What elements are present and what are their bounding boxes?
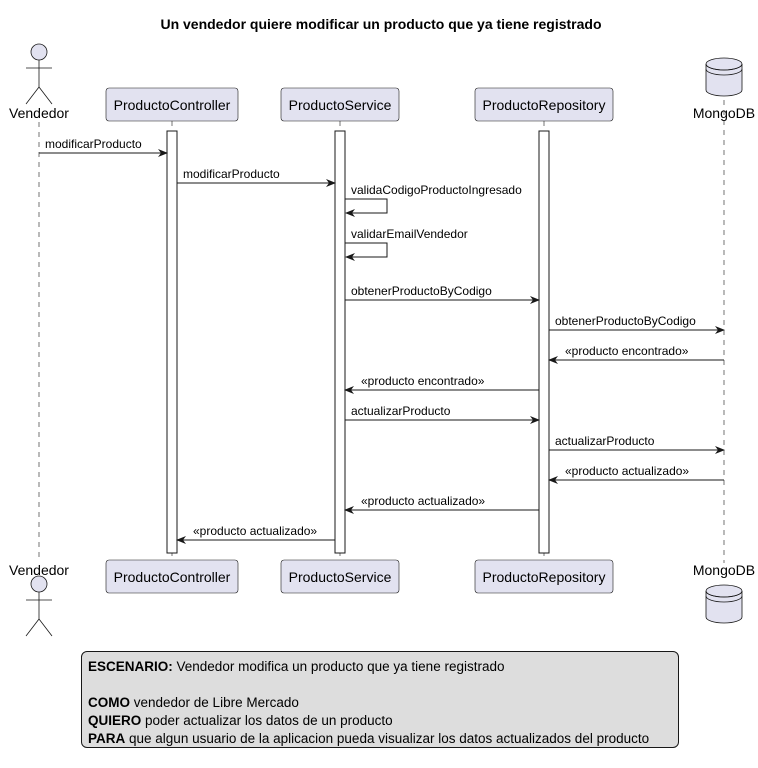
message-2-modificarproducto: modificarProducto [177,167,336,187]
note-line-quiero: QUIERO poder actualizar los datos de un … [88,712,672,730]
database-label-mongodb: MongoDB [693,562,755,578]
activation-controller [166,130,178,554]
database-mongodb-top: MongoDB [693,57,755,121]
message-4-validaremailvendedor: validarEmailVendedor [345,227,468,261]
message-label: obtenerProductoByCodigo [555,314,696,328]
note-text-como: vendedor de Libre Mercado [130,695,299,710]
message-9-actualizarproducto: actualizarProducto [345,404,540,424]
message-10-actualizarproducto: actualizarProducto [549,434,725,454]
message-label: «producto actualizado» [565,464,689,478]
message-12-producto-actualizado: «producto actualizado» [344,494,539,514]
participant-service-top: ProductoService [280,87,400,122]
participant-label-controller: ProductoController [114,569,231,585]
note-text-quiero: poder actualizar los datos de un product… [141,713,393,728]
participant-label-service: ProductoService [289,97,392,113]
database-mongodb-bottom: MongoDB [693,562,755,624]
message-7-producto-encontrado: «producto encontrado» [548,344,724,364]
note-text-para: que algun usuario de la aplicacion pueda… [125,731,650,746]
participant-heads: VendedorVendedorProductoControllerProduc… [9,43,755,637]
note-key-quiero: QUIERO [88,713,142,728]
participant-label-repository: ProductoRepository [483,97,606,113]
message-5-obtenerproductobycodigo: obtenerProductoByCodigo [345,284,540,304]
note-key-como: COMO [88,695,130,710]
message-label: actualizarProducto [351,404,451,418]
actor-label-vendedor: Vendedor [9,105,69,121]
actor-label-vendedor: Vendedor [9,562,69,578]
note-line-escenario: ESCENARIO: Vendedor modifica un producto… [88,658,672,676]
message-label: modificarProducto [45,137,142,151]
activation-repository [538,130,550,554]
database-label-mongodb: MongoDB [693,105,755,121]
message-label: «producto encontrado» [361,374,485,388]
diagram-title: Un vendedor quiere modificar un producto… [160,16,601,32]
note-line-como: COMO vendedor de Libre Mercado [88,694,672,712]
note-line-para: PARA que algun usuario de la aplicacion … [88,730,672,748]
participant-label-controller: ProductoController [114,97,231,113]
message-label: modificarProducto [183,167,280,181]
note-text-escenario: Vendedor modifica un producto que ya tie… [172,659,505,674]
message-3-validacodigoproductoingresado: validaCodigoProductoIngresado [345,183,522,217]
message-label: «producto actualizado» [193,524,317,538]
actor-vendedor-bottom: Vendedor [9,562,69,637]
participant-service-bottom: ProductoService [280,559,400,594]
message-6-obtenerproductobycodigo: obtenerProductoByCodigo [549,314,725,334]
participant-repository-top: ProductoRepository [474,87,614,122]
activation-service [334,130,346,554]
participant-label-repository: ProductoRepository [483,569,606,585]
message-label: validaCodigoProductoIngresado [351,183,522,197]
message-8-producto-encontrado: «producto encontrado» [344,374,539,394]
message-label: actualizarProducto [555,434,655,448]
message-11-producto-actualizado: «producto actualizado» [548,464,724,484]
actor-vendedor-top: Vendedor [9,43,69,121]
database-icon [705,57,743,97]
database-icon [705,584,743,624]
activation-bars [166,130,550,554]
message-label: «producto encontrado» [565,344,689,358]
scenario-note: ESCENARIO: Vendedor modifica un producto… [81,651,679,748]
message-label: «producto actualizado» [361,494,485,508]
message-label: validarEmailVendedor [351,227,468,241]
message-1-modificarproducto: modificarProducto [39,137,168,157]
note-key-escenario: ESCENARIO: [88,659,173,674]
message-13-producto-actualizado: «producto actualizado» [176,524,335,544]
participant-controller-top: ProductoController [105,87,239,122]
message-label: obtenerProductoByCodigo [351,284,492,298]
participant-controller-bottom: ProductoController [105,559,239,594]
messages: modificarProducto modificarProducto valida… [39,137,725,544]
participant-repository-bottom: ProductoRepository [474,559,614,594]
actor-figure-icon [25,43,53,105]
note-key-para: PARA [88,731,126,746]
participant-label-service: ProductoService [289,569,392,585]
actor-figure-icon [25,575,53,637]
